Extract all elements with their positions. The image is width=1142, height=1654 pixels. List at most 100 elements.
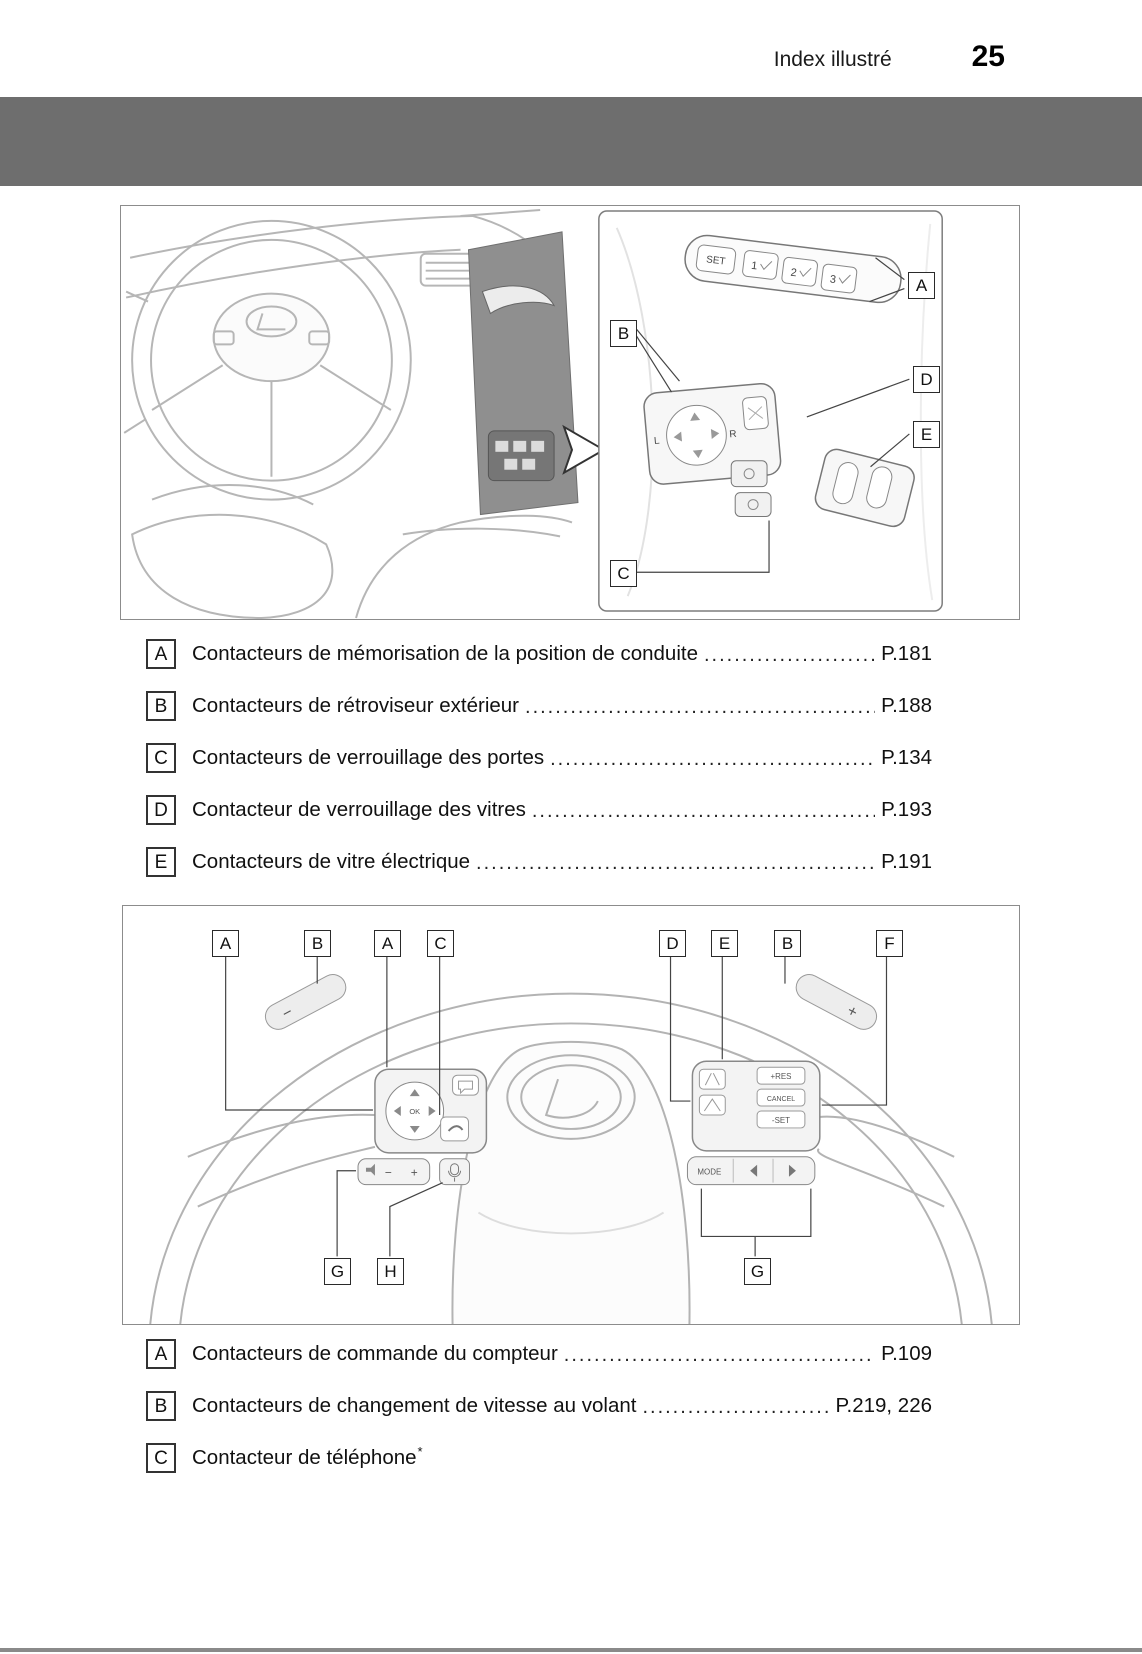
right-paddle-shifter-art: + xyxy=(795,974,878,1030)
dotted-leader xyxy=(476,851,875,873)
legend-item: D Contacteur de verrouillage des vitres … xyxy=(146,794,932,826)
legend-letter: D xyxy=(146,795,176,825)
mirror-switch-art: L R xyxy=(643,382,782,485)
figure2-artwork: − + OK − + xyxy=(149,956,993,1324)
legend-page-ref: P.134 xyxy=(881,746,932,769)
dotted-leader xyxy=(564,1343,875,1365)
legend-item: A Contacteurs de mémorisation de la posi… xyxy=(146,638,932,670)
legend-page-ref: P.188 xyxy=(881,694,932,717)
cabin-sketch xyxy=(123,208,573,619)
page-number: 25 xyxy=(971,40,1005,73)
door-trim xyxy=(467,231,579,516)
page-bottom-rule xyxy=(0,1648,1142,1652)
zoom-arrow xyxy=(562,424,606,475)
callout-g-left: G xyxy=(324,1258,351,1285)
legend-letter: A xyxy=(146,1339,176,1369)
legend-page-ref: P.191 xyxy=(881,850,932,873)
lane-assist-button-art xyxy=(698,1068,726,1090)
legend-text: Contacteurs de vitre électrique xyxy=(192,850,471,873)
steering-wheel-art xyxy=(149,992,993,1324)
voice-button-art xyxy=(452,1074,479,1096)
res-button-label: +RES xyxy=(770,1072,791,1081)
callout-d: D xyxy=(913,366,940,393)
seat-memory-switch-art: SET 1 2 3 xyxy=(684,234,902,304)
right-switch-cluster-art: +RES CANCEL -SET xyxy=(691,1060,821,1152)
legend-list-door-controls: A Contacteurs de mémorisation de la posi… xyxy=(146,638,932,898)
legend-text: Contacteurs de mémorisation de la positi… xyxy=(192,642,698,665)
lane-departure-button-art xyxy=(698,1094,726,1116)
left-paddle-shifter-art: − xyxy=(264,974,347,1030)
mic-icon xyxy=(450,1163,460,1176)
header-inner: Index illustré 25 xyxy=(774,40,1005,74)
mode-button-label: MODE xyxy=(697,1168,721,1177)
volume-plus-label: + xyxy=(411,1166,418,1180)
track-forward-icon xyxy=(788,1164,796,1177)
callout-c: C xyxy=(427,930,454,957)
mirror-left-label: L xyxy=(654,435,661,446)
dotted-leader xyxy=(525,695,875,717)
legend-item: B Contacteurs de rétroviseur extérieur P… xyxy=(146,690,932,722)
legend-text: Contacteur de verrouillage des vitres xyxy=(192,798,526,821)
legend-page-ref: P.193 xyxy=(881,798,932,821)
dotted-leader xyxy=(642,1395,829,1417)
speech-bubble-icon xyxy=(458,1080,473,1095)
left-switch-cluster-art: OK xyxy=(374,1068,488,1154)
volume-minus-label: − xyxy=(385,1166,392,1180)
section-title: Index illustré xyxy=(773,48,892,71)
legend-letter: B xyxy=(146,691,176,721)
window-switch-art xyxy=(814,448,915,528)
legend-text: Contacteur de téléphone xyxy=(192,1446,417,1469)
talk-switch-art xyxy=(439,1158,470,1186)
legend-item: C Contacteur de téléphone * xyxy=(146,1442,932,1474)
volume-switch-art: − + xyxy=(357,1158,431,1186)
door-lock-switch-art xyxy=(730,460,772,517)
callout-c: C xyxy=(610,560,637,587)
mirror-right-label: R xyxy=(729,429,737,441)
legend-letter: A xyxy=(146,639,176,669)
dotted-leader xyxy=(704,643,875,665)
phone-button-art xyxy=(440,1116,469,1142)
legend-item: A Contacteurs de commande du compteur P.… xyxy=(146,1338,932,1370)
legend-item: B Contacteurs de changement de vitesse a… xyxy=(146,1390,932,1422)
memory-2-label: 2 xyxy=(790,267,798,280)
cruise-set-button-label: -SET xyxy=(772,1116,790,1125)
legend-letter: C xyxy=(146,1443,176,1473)
phone-icon xyxy=(447,1125,464,1132)
ok-button-label: OK xyxy=(409,1107,420,1116)
callout-lines xyxy=(225,956,888,1257)
legend-text: Contacteurs de changement de vitesse au … xyxy=(192,1394,637,1417)
track-back-icon xyxy=(750,1164,758,1177)
mode-switch-art: MODE xyxy=(686,1156,816,1186)
memory-1-label: 1 xyxy=(751,260,759,273)
callout-a-mid: A xyxy=(374,930,401,957)
callout-g-right: G xyxy=(744,1258,771,1285)
callout-b-left: B xyxy=(304,930,331,957)
figure1-artwork: SET 1 2 3 L R xyxy=(123,208,943,619)
legend-page-ref: P.109 xyxy=(881,1342,932,1365)
lexus-emblem xyxy=(506,1054,636,1140)
cancel-button-label: CANCEL xyxy=(767,1096,795,1103)
legend-list-steering-wheel: A Contacteurs de commande du compteur P.… xyxy=(146,1338,932,1494)
section-banner xyxy=(0,97,1142,186)
dotted-leader xyxy=(532,799,875,821)
callout-b-right: B xyxy=(774,930,801,957)
legend-page-ref: P.219, 226 xyxy=(835,1394,932,1417)
footnote-marker: * xyxy=(417,1443,423,1459)
legend-item: C Contacteurs de verrouillage des portes… xyxy=(146,742,932,774)
legend-item: E Contacteurs de vitre électrique P.191 xyxy=(146,846,932,878)
speaker-icon xyxy=(365,1163,375,1176)
dotted-leader xyxy=(550,747,875,769)
callout-d: D xyxy=(659,930,686,957)
callout-e: E xyxy=(711,930,738,957)
callout-a: A xyxy=(908,272,935,299)
legend-letter: C xyxy=(146,743,176,773)
callout-a-left: A xyxy=(212,930,239,957)
page-header: Index illustré 25 xyxy=(0,0,1142,97)
memory-3-label: 3 xyxy=(829,274,837,287)
legend-letter: B xyxy=(146,1391,176,1421)
door-panel-inset: SET 1 2 3 L R xyxy=(598,210,943,612)
legend-page-ref: P.181 xyxy=(881,642,932,665)
callout-h: H xyxy=(377,1258,404,1285)
legend-text: Contacteurs de commande du compteur xyxy=(192,1342,558,1365)
